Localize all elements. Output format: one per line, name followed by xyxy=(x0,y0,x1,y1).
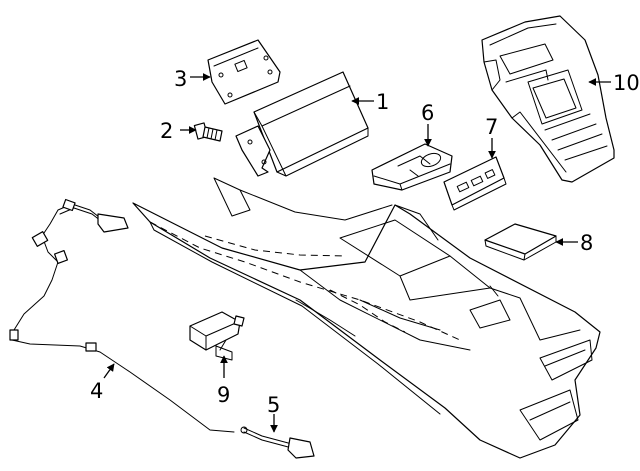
part-4-wiring-harness xyxy=(9,198,235,433)
part-5-cable xyxy=(240,426,315,459)
callout-5: 5 xyxy=(267,393,280,417)
part-7-switch-panel xyxy=(443,156,507,211)
callout-3: 3 xyxy=(174,67,187,91)
callout-2: 2 xyxy=(160,119,173,143)
callout-1: 1 xyxy=(376,90,389,114)
callout-labels: 1 2 3 4 5 6 7 8 9 10 xyxy=(90,67,640,417)
center-console xyxy=(132,177,601,459)
callout-6: 6 xyxy=(421,101,434,125)
callout-9: 9 xyxy=(217,383,230,407)
part-1-control-module xyxy=(235,71,369,177)
part-2-bolt xyxy=(193,122,223,142)
callout-7: 7 xyxy=(485,115,498,139)
part-3-module-plate xyxy=(207,39,281,105)
part-10-bezel-panel xyxy=(481,15,615,183)
part-8-storage-mat xyxy=(484,223,557,261)
callout-8: 8 xyxy=(580,231,593,255)
callout-10: 10 xyxy=(613,71,640,95)
callout-4: 4 xyxy=(90,379,103,403)
part-9-sensor-module xyxy=(189,311,245,361)
callout-leaders xyxy=(103,73,611,433)
part-6-switch-module xyxy=(371,143,453,191)
